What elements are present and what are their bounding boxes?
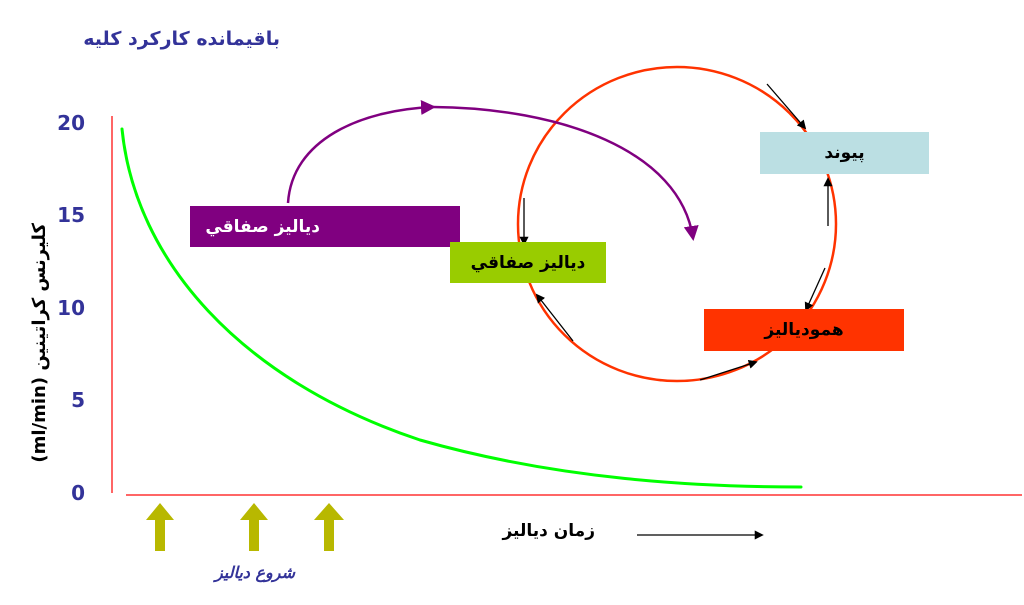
- box-peritoneal-cycle-label: دیالیز صفاقي: [470, 252, 586, 273]
- x-axis-label: زمان دیالیز: [502, 521, 595, 541]
- diagram-title: باقیمانده کارکرد کلیه: [83, 28, 280, 50]
- start-arrow-3: [314, 503, 344, 551]
- treatment-cycle-circle: [516, 65, 838, 383]
- box-transplant: پیوند: [760, 132, 929, 174]
- start-dialysis-label: شروع دیالیز: [214, 563, 295, 582]
- purple-arc-arrow: [286, 100, 436, 204]
- y-tick-15: 15: [57, 203, 85, 227]
- start-arrow-2: [240, 503, 268, 551]
- box-transplant-label: پیوند: [824, 143, 865, 163]
- y-tick-0: 0: [71, 481, 85, 505]
- cycle-arrow-bottom: [699, 359, 758, 381]
- cycle-arrow-left-up: [535, 293, 574, 342]
- box-peritoneal-initial: دیالیز صفاقي: [190, 206, 460, 247]
- box-hemodialysis: همودیالیز: [704, 309, 904, 351]
- y-tick-20: 20: [57, 111, 85, 135]
- cycle-arrow-to-transplant: [766, 83, 807, 130]
- y-tick-10: 10: [57, 296, 85, 320]
- y-tick-5: 5: [71, 388, 85, 412]
- start-arrow-1: [146, 503, 174, 551]
- purple-arc-arrow-continued: [432, 105, 699, 241]
- cycle-arrow-hemo-down: [804, 267, 826, 312]
- box-peritoneal-initial-label: دیالیز صفاقي: [205, 216, 320, 237]
- box-hemodialysis-label: همودیالیز: [764, 320, 844, 340]
- box-peritoneal-cycle: دیالیز صفاقي: [450, 242, 606, 283]
- residual-function-curve: [120, 127, 803, 489]
